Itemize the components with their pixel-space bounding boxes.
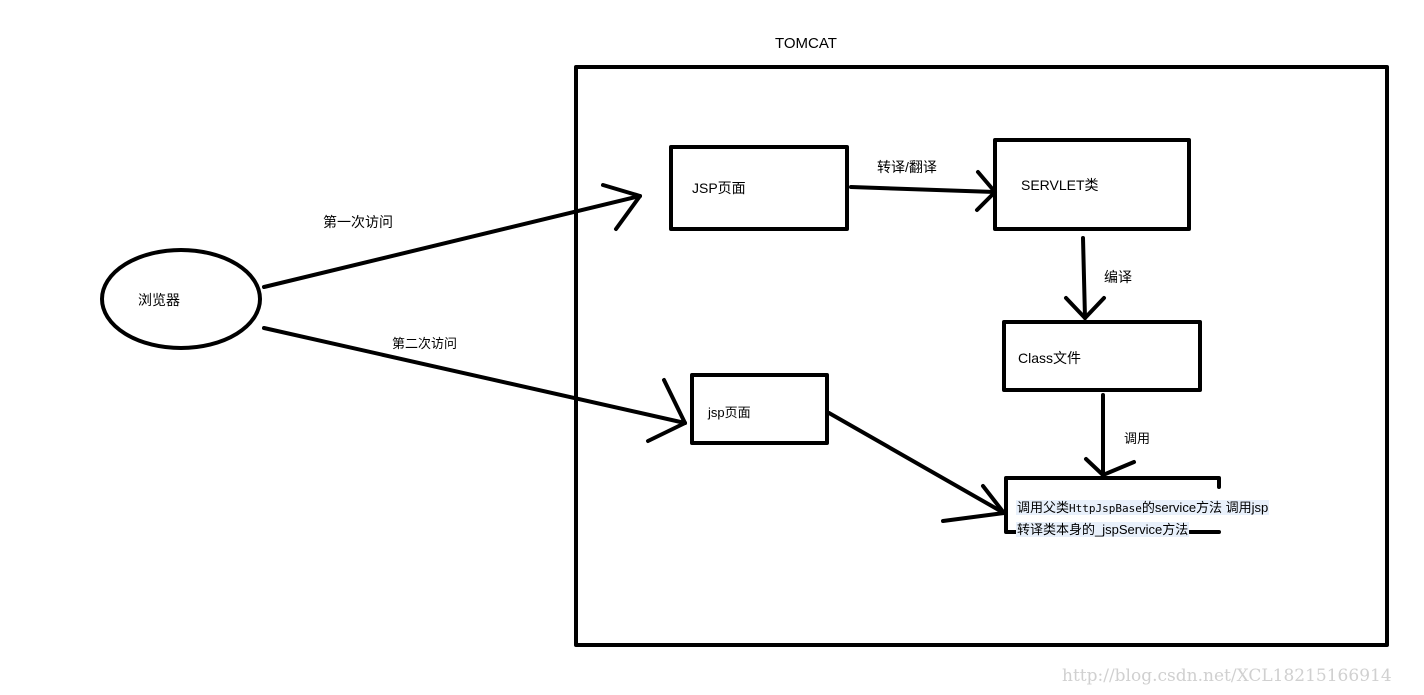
watermark: http://blog.csdn.net/XCL18215166914 — [1062, 666, 1392, 686]
compile-label: 编译 — [1104, 269, 1132, 285]
second-visit-arrow-shaft — [262, 326, 687, 425]
final-box-left-bracket — [1004, 476, 1019, 534]
second-visit-arrowhead — [646, 378, 687, 443]
final-step-line1: 调用父类HttpJspBase的service方法 调用jsp — [1016, 500, 1270, 515]
compile-arrow-shaft — [1081, 236, 1087, 320]
final-step-line1-suffix: 的service方法 调用jsp — [1141, 500, 1269, 515]
final-step-line1-code: HttpJspBase — [1069, 502, 1142, 515]
browser-ellipse — [100, 248, 262, 350]
final-step-line2: 转译类本身的_jspService方法 — [1016, 522, 1190, 537]
servlet-class-label: SERVLET类 — [1021, 177, 1099, 193]
final-box-outline — [1015, 476, 1221, 489]
translate-arrow-shaft — [849, 185, 997, 194]
jsp-page-upper-label: JSP页面 — [692, 180, 746, 196]
jsp-page-lower-box — [690, 373, 829, 445]
invoke-label: 调用 — [1124, 431, 1151, 446]
first-visit-label: 第一次访问 — [323, 214, 393, 230]
tomcat-container — [574, 65, 1389, 647]
translate-arrowhead — [975, 170, 997, 212]
class-file-box — [1002, 320, 1202, 392]
first-visit-arrow-shaft — [262, 194, 642, 289]
servlet-class-box — [993, 138, 1191, 231]
jsp-page-lower-label: jsp页面 — [708, 405, 751, 420]
final-step-text: 调用父类HttpJspBase的service方法 调用jsp 转译类本身的_j… — [1016, 497, 1270, 540]
browser-label: 浏览器 — [138, 292, 180, 308]
direct-invoke-arrowhead — [941, 484, 1006, 523]
first-visit-arrowhead — [601, 183, 642, 231]
second-visit-label: 第二次访问 — [392, 336, 458, 351]
compile-arrowhead — [1064, 296, 1106, 320]
class-file-label: Class文件 — [1018, 350, 1082, 366]
translate-label: 转译/翻译 — [877, 159, 937, 175]
direct-invoke-arrow-shaft — [827, 411, 1006, 515]
final-step-line1-prefix: 调用父类 — [1017, 500, 1070, 515]
tomcat-title: TOMCAT — [775, 35, 837, 52]
jsp-page-upper-box — [669, 145, 849, 231]
invoke-arrowhead — [1084, 457, 1136, 477]
